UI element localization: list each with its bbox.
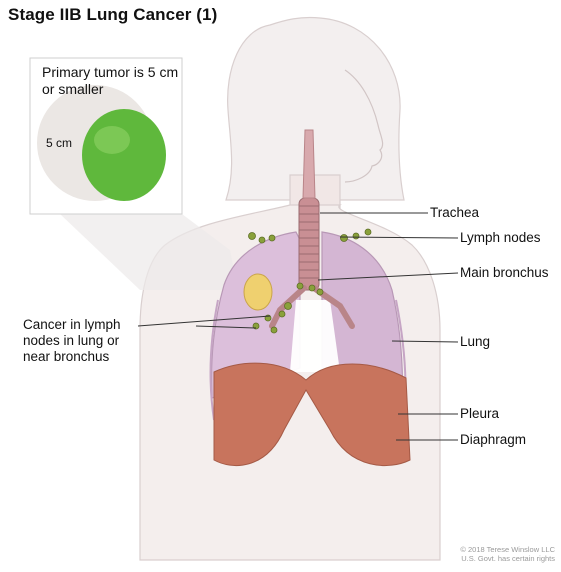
label-cancer-in-lymph-nodes: Cancer in lymph nodes in lung or near br… (23, 317, 148, 365)
inset-caption: Primary tumor is 5 cm or smaller (42, 64, 182, 98)
tumor-lime-icon (82, 109, 166, 201)
label-pleura: Pleura (460, 406, 499, 422)
label-lymph-nodes: Lymph nodes (460, 230, 541, 246)
copyright-line-2: U.S. Govt. has certain rights (460, 554, 555, 563)
label-main-bronchus: Main bronchus (460, 265, 549, 281)
label-diaphragm: Diaphragm (460, 432, 526, 448)
copyright-notice: © 2018 Terese Winslow LLC U.S. Govt. has… (460, 545, 555, 563)
primary-tumor (244, 274, 272, 310)
label-trachea: Trachea (430, 205, 479, 221)
page-title: Stage IIB Lung Cancer (1) (8, 5, 217, 25)
label-lung: Lung (460, 334, 490, 350)
copyright-line-1: © 2018 Terese Winslow LLC (460, 545, 555, 554)
tumor-size-label: 5 cm (46, 136, 72, 150)
